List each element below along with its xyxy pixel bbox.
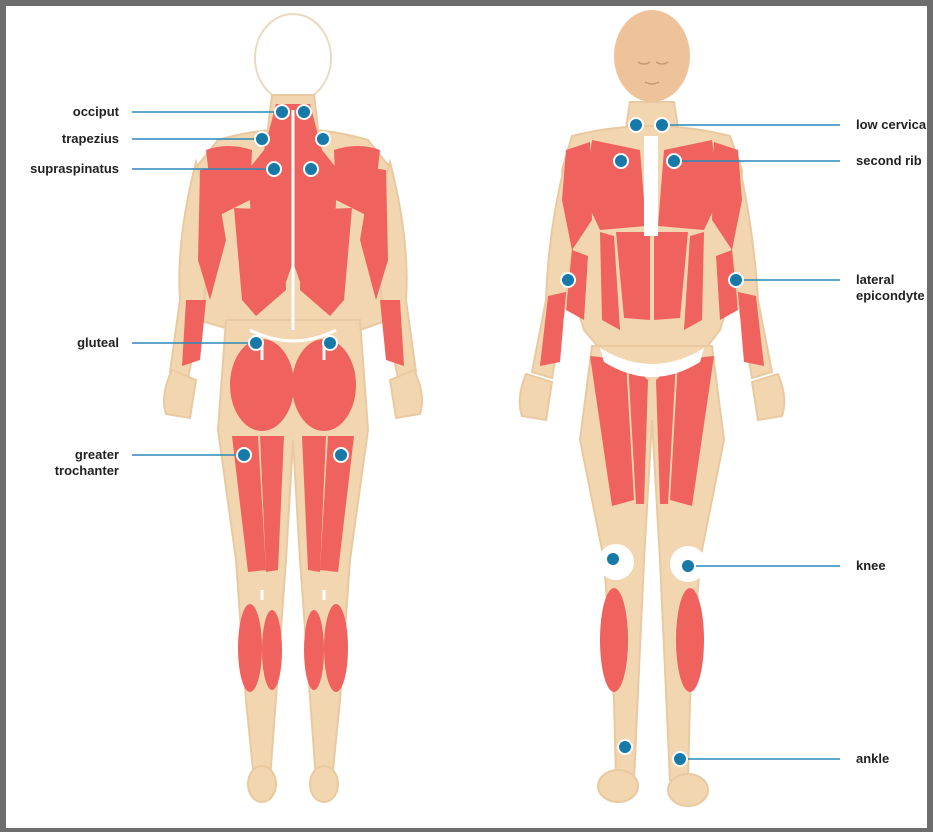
callout-labels: occiput trapezius supraspinatus gluteal … xyxy=(30,104,930,766)
label-gluteal: gluteal xyxy=(77,335,119,350)
lateral-epicondyle-point-right xyxy=(729,273,743,287)
greater-trochanter-point-left xyxy=(237,448,251,462)
lateral-epicondyle-point-left xyxy=(561,273,575,287)
trapezius-point-left xyxy=(255,132,269,146)
label-second-rib: second rib xyxy=(856,153,922,168)
ankle-point-right xyxy=(673,752,687,766)
ankle-point-left xyxy=(618,740,632,754)
supraspinatus-point-left xyxy=(267,162,281,176)
gluteal-point-left xyxy=(249,336,263,350)
gluteal-point-right xyxy=(323,336,337,350)
low-cervical-point-right xyxy=(655,118,669,132)
label-greater-trochanter-line1: greater xyxy=(75,447,119,462)
knee-point-right xyxy=(681,559,695,573)
second-rib-point-left xyxy=(614,154,628,168)
label-greater-trochanter-line2: trochanter xyxy=(55,463,119,478)
trapezius-point-right xyxy=(316,132,330,146)
occiput-point-right xyxy=(297,105,311,119)
label-lateral-epicondyle-line1: lateral xyxy=(856,272,894,287)
low-cervical-point-left xyxy=(629,118,643,132)
greater-trochanter-point-right xyxy=(334,448,348,462)
front-head xyxy=(614,10,690,102)
supraspinatus-point-right xyxy=(304,162,318,176)
label-trapezius: trapezius xyxy=(62,131,119,146)
occiput-point-left xyxy=(275,105,289,119)
label-supraspinatus: supraspinatus xyxy=(30,161,119,176)
label-knee: knee xyxy=(856,558,886,573)
back-view-figure xyxy=(164,14,422,802)
label-low-cervical: low cervical xyxy=(856,117,930,132)
front-view-figure xyxy=(520,10,785,806)
label-lateral-epicondyle-line2: epicondyte xyxy=(856,288,925,303)
label-occiput: occiput xyxy=(73,104,120,119)
knee-point-left xyxy=(606,552,620,566)
second-rib-point-right xyxy=(667,154,681,168)
label-ankle: ankle xyxy=(856,751,889,766)
